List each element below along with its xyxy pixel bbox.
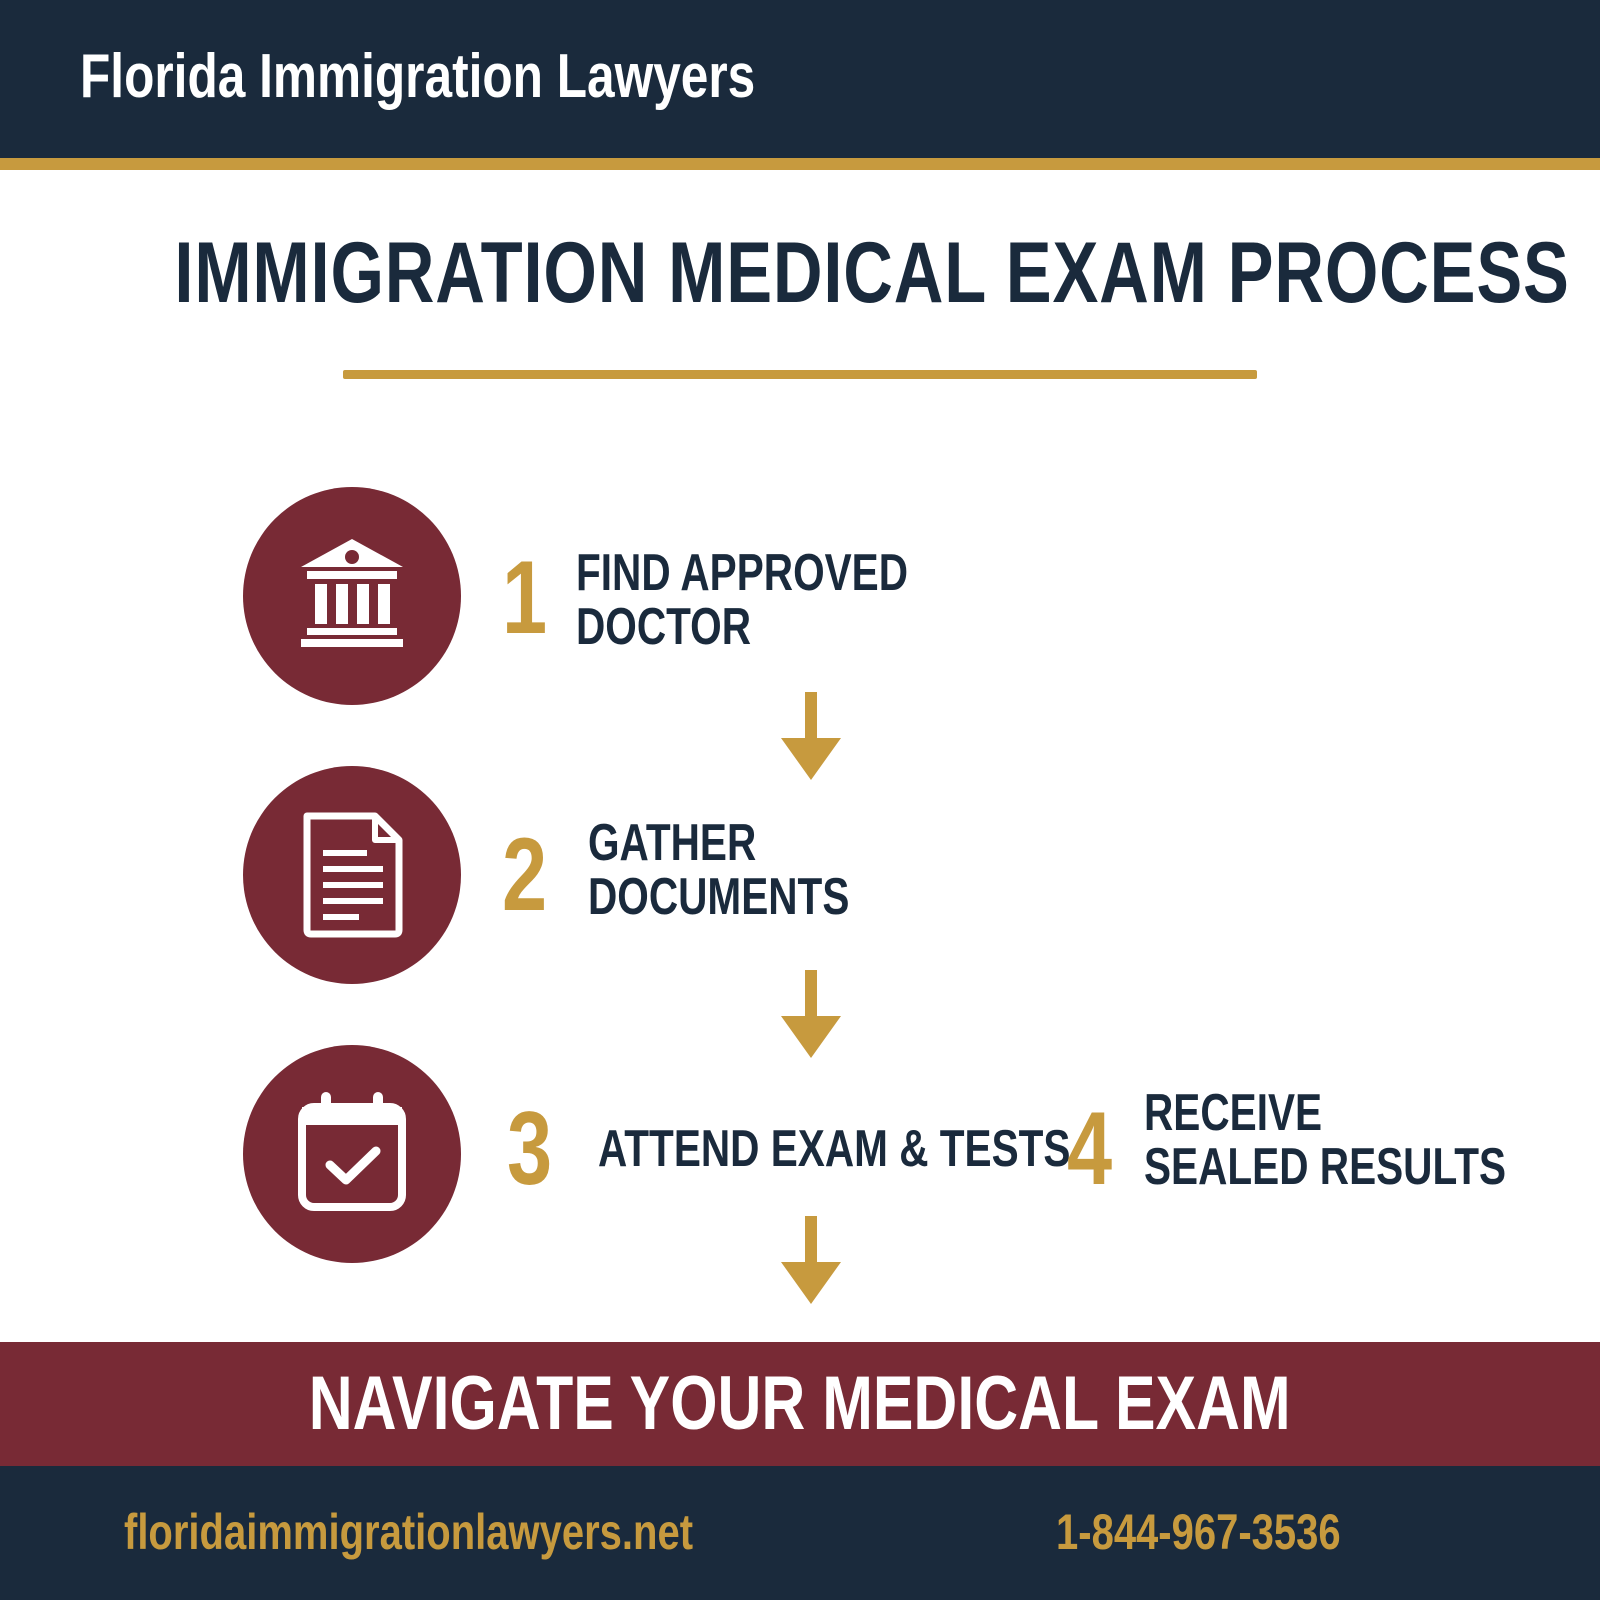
brand-name: Florida Immigration Lawyers xyxy=(80,42,756,111)
step-1-label: FIND APPROVED DOCTOR xyxy=(576,546,908,654)
step-1-label-line1: FIND APPROVED xyxy=(576,544,909,602)
step-4-label-line1: RECEIVE xyxy=(1144,1084,1323,1142)
step-3-number: 3 xyxy=(507,1091,553,1207)
footer-phone-link[interactable]: 1-844-967-3536 xyxy=(1056,1504,1341,1560)
title-container: IMMIGRATION MEDICAL EXAM PROCESS xyxy=(0,225,1600,321)
title-underline xyxy=(343,370,1257,379)
courthouse-icon xyxy=(301,539,403,647)
arrow-down-icon xyxy=(781,970,841,1058)
step-2-icon-circle xyxy=(243,766,461,984)
step-1-label-line2: DOCTOR xyxy=(576,598,752,656)
arrow-down-icon xyxy=(781,692,841,780)
step-3-icon-circle xyxy=(243,1045,461,1263)
cta-banner xyxy=(0,1342,1600,1466)
step-2-label: GATHER DOCUMENTS xyxy=(588,816,849,924)
step-1-number: 1 xyxy=(502,540,548,656)
step-4-number: 4 xyxy=(1067,1091,1113,1207)
footer-bar xyxy=(0,1466,1600,1600)
step-3-label-line1: ATTEND EXAM & TESTS xyxy=(598,1120,1071,1178)
header-gold-rule xyxy=(0,158,1600,170)
page-title: IMMIGRATION MEDICAL EXAM PROCESS xyxy=(174,225,1570,321)
footer-website-link[interactable]: floridaimmigrationlawyers.net xyxy=(124,1504,694,1560)
step-1-icon-circle xyxy=(243,487,461,705)
arrow-down-icon xyxy=(781,1216,841,1304)
step-2-number: 2 xyxy=(502,817,548,933)
calendar-check-icon xyxy=(298,1092,406,1211)
step-4-label-line2: SEALED RESULTS xyxy=(1144,1138,1507,1196)
step-3-label: ATTEND EXAM & TESTS xyxy=(598,1122,1070,1176)
cta-banner-text-container: NAVIGATE YOUR MEDICAL EXAM xyxy=(0,1342,1600,1466)
step-2-label-line2: DOCUMENTS xyxy=(588,868,850,926)
document-icon xyxy=(303,812,403,938)
cta-banner-text: NAVIGATE YOUR MEDICAL EXAM xyxy=(309,1361,1291,1446)
step-2-label-line1: GATHER xyxy=(588,814,757,872)
header-bar xyxy=(0,0,1600,158)
step-4-label: RECEIVE SEALED RESULTS xyxy=(1144,1086,1506,1194)
